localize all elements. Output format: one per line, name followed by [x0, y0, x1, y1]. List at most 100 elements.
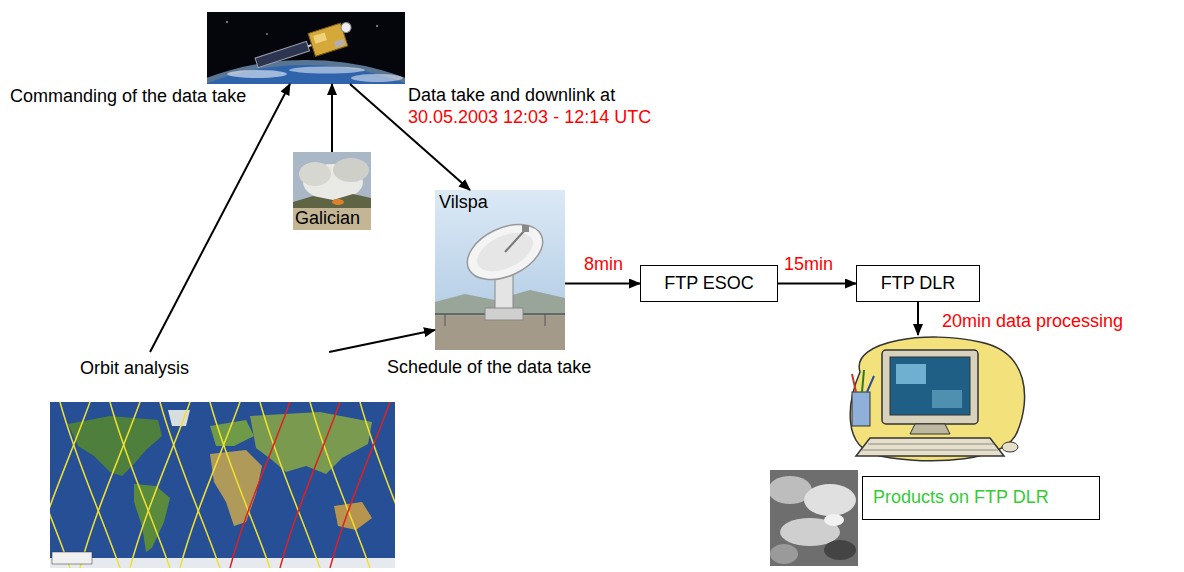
orbit-map [134, 484, 170, 552]
fire-photo [293, 152, 371, 230]
photo-label: Galician [295, 208, 360, 230]
process-box: FTP ESOC [640, 265, 778, 302]
computer-clipart [862, 450, 998, 451]
orbit-map [160, 402, 220, 568]
computer-clipart [850, 337, 1024, 461]
orbit-map [50, 402, 90, 568]
satellite-photo [227, 70, 287, 78]
orbit-map [230, 402, 290, 568]
photo-node: Galician [293, 152, 371, 230]
orbit-map [10, 402, 420, 568]
computer-clipart [862, 370, 864, 392]
orbit-map [60, 402, 120, 568]
orbit-map [52, 552, 92, 564]
timestamp-label: 30.05.2003 12:03 - 12:14 UTC [408, 107, 651, 129]
computer-clipart [1002, 442, 1018, 452]
computer-clipart [852, 392, 870, 426]
computer-clipart [852, 374, 856, 392]
satellite-image [824, 540, 856, 560]
orbit-map [280, 402, 340, 568]
computer-clipart [850, 337, 1024, 461]
satellite-photo [351, 74, 403, 82]
antenna-photo [435, 190, 565, 350]
process-box: FTP DLR [856, 265, 980, 302]
satellite-photo [340, 21, 353, 34]
fire-photo [293, 152, 371, 230]
orbit-map [210, 402, 270, 568]
satellite-image [804, 484, 856, 516]
antenna-photo [545, 314, 546, 326]
orbit-map-node: Orbit analysis [50, 352, 395, 568]
computer-clipart [910, 424, 950, 434]
antenna-photo [471, 225, 539, 279]
orbit-map [360, 402, 395, 568]
computer-clipart [882, 350, 978, 424]
satellite-image [770, 470, 858, 566]
ground-station-node: Vilspa [435, 190, 565, 350]
satellite-photo [266, 33, 267, 34]
flow-arrow [565, 283, 640, 285]
computer-clipart [932, 390, 962, 408]
antenna-photo [435, 190, 565, 350]
orbit-map [230, 402, 390, 568]
orbit-map [130, 402, 190, 568]
flow-arrow [917, 302, 919, 335]
box-label: FTP DLR [881, 273, 956, 295]
satellite-photo [207, 65, 405, 84]
antenna-photo [435, 190, 565, 350]
flow-label: Schedule of the data take [385, 357, 593, 379]
antenna-photo [485, 308, 523, 320]
flow-arrow [778, 283, 856, 285]
orbit-map [310, 402, 370, 568]
computer-clipart [867, 376, 874, 392]
orbit-map [250, 412, 372, 474]
satellite-photo [253, 20, 356, 74]
orbit-map [80, 402, 140, 568]
fire-photo [332, 199, 344, 205]
satellite-node: Data take and downlink at30.05.2003 12:0… [207, 12, 405, 84]
flow-label: 20min data processing [940, 311, 1125, 333]
flow-label: 15min [782, 254, 835, 276]
satellite-image [824, 514, 844, 526]
box-label: FTP ESOC [664, 273, 754, 295]
satellite-photo [207, 60, 405, 84]
satellite-photo [289, 67, 365, 74]
computer-clipart [896, 364, 926, 384]
fire-photo [293, 194, 371, 208]
fire-photo [293, 208, 371, 230]
satellite-photo [376, 25, 378, 27]
flow-arrow [329, 330, 435, 352]
satellite-photo [255, 41, 309, 67]
fire-photo [333, 158, 369, 182]
flow-arrow [150, 84, 290, 352]
workstation-node: Products on FTP DLR [770, 335, 1105, 568]
computer-clipart [868, 444, 994, 445]
orbit-map [50, 402, 395, 568]
satellite-photo [313, 32, 327, 43]
orbit-map [180, 402, 240, 568]
fire-photo [293, 152, 371, 230]
satellite-image [770, 544, 798, 564]
product-box: Products on FTP DLR [862, 476, 1100, 520]
flow-label: 8min [582, 254, 625, 276]
flow-arrow [331, 84, 333, 152]
orbit-map [110, 402, 170, 568]
antenna-photo [459, 213, 552, 290]
flow-label: Commanding of the data take [8, 86, 248, 108]
fire-photo [299, 162, 331, 186]
orbit-map [50, 558, 395, 568]
orbit-map [50, 402, 395, 568]
orbit-map [260, 402, 320, 568]
satellite-photo [207, 12, 405, 84]
orbit-map [50, 402, 395, 568]
map-heading: Orbit analysis [80, 358, 189, 380]
caption-text: Data take and downlink at [408, 85, 615, 107]
orbit-map [330, 402, 390, 568]
computer-clipart [890, 357, 970, 415]
antenna-photo [505, 230, 525, 252]
satellite-photo [308, 45, 312, 46]
antenna-photo [445, 314, 446, 326]
antenna-photo [522, 225, 529, 232]
photo-label: Vilspa [439, 192, 488, 214]
satellite-image [768, 470, 858, 566]
